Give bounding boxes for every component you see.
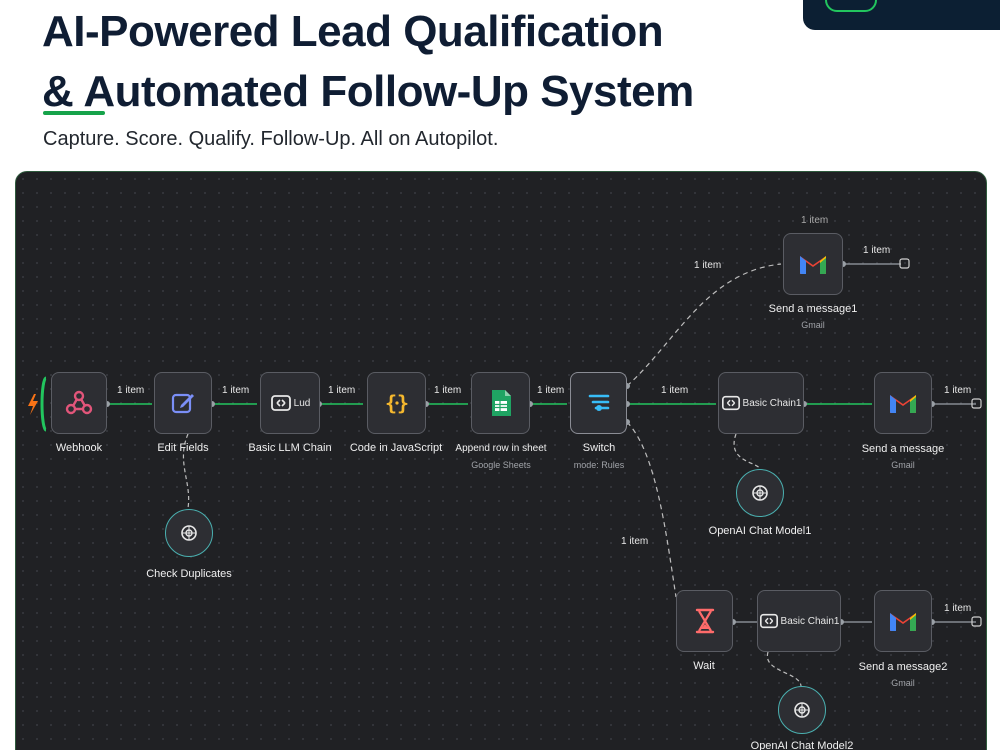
item-count: 1 item — [328, 385, 356, 396]
send-message2-label: Send a message2 — [858, 661, 948, 673]
switch-node[interactable] — [570, 372, 627, 434]
switch-icon — [586, 390, 612, 416]
item-count: 1 item — [944, 603, 972, 614]
append-row-sub: Google Sheets — [471, 460, 531, 470]
item-count: 1 item — [117, 385, 145, 396]
send-message-label: Send a message — [861, 443, 945, 455]
wait-node[interactable] — [676, 590, 733, 652]
llm-chain-icon — [759, 611, 779, 631]
append-row-node[interactable] — [471, 372, 530, 434]
workflow-canvas[interactable]: 1 item 1 item 1 item 1 item 1 item 1 ite… — [15, 171, 987, 750]
send-message1-node[interactable] — [783, 233, 843, 295]
append-row-label: Append row in sheet — [455, 443, 547, 454]
pen-square-icon — [169, 389, 197, 417]
openai-chat-model2-label: OpenAI Chat Model2 — [750, 740, 854, 750]
item-count: 1 item — [434, 385, 462, 396]
openai-chat-model1-label: OpenAI Chat Model1 — [708, 525, 812, 537]
send-message2-node[interactable] — [874, 590, 932, 652]
curly-braces-icon: {} — [382, 390, 412, 416]
openai-chat-model2-node[interactable] — [778, 686, 826, 734]
gmail-icon — [888, 391, 918, 415]
send-message2-sub: Gmail — [891, 678, 915, 688]
openai-icon — [749, 482, 771, 504]
node-inner-text: Basic Chain1 — [780, 615, 840, 627]
hourglass-icon — [694, 608, 716, 634]
toggle-icon — [825, 0, 877, 12]
title-line-2: & Automated Follow-Up System — [42, 67, 694, 116]
send-message-node[interactable] — [874, 372, 932, 434]
switch-label: Switch — [582, 442, 616, 454]
code-js-node[interactable]: {} — [367, 372, 426, 434]
check-duplicates-node[interactable] — [165, 509, 213, 557]
node-inner-text: Lud — [293, 397, 311, 409]
item-count: 1 item — [801, 215, 829, 226]
openai-chat-model1-node[interactable] — [736, 469, 784, 517]
basic-chain-lower-node[interactable]: Basic Chain1 — [757, 590, 841, 652]
edit-fields-label: Edit Fields — [157, 442, 209, 454]
edit-fields-node[interactable] — [154, 372, 212, 434]
code-js-label: Code in JavaScript — [349, 442, 443, 454]
wait-label: Wait — [693, 660, 715, 672]
webhook-label: Webhook — [55, 442, 103, 454]
page-subtitle: Capture. Score. Qualify. Follow-Up. All … — [43, 128, 499, 150]
end-handle-top[interactable] — [899, 258, 910, 269]
basic-chain1-node[interactable]: Basic Chain1 — [718, 372, 804, 434]
gmail-icon — [798, 252, 828, 276]
wire-chain1-model1[interactable] — [733, 433, 761, 470]
trigger-bolt-icon — [28, 394, 38, 415]
node-inner-text: Basic Chain1 — [742, 397, 802, 409]
page-title: AI-Powered Lead Qualification & Automate… — [42, 2, 694, 122]
send-message1-label: Send a message1 — [768, 303, 858, 315]
connections-layer — [28, 258, 982, 687]
trigger-edge-mark — [40, 376, 47, 432]
webhook-icon — [64, 388, 94, 418]
basic-llm-chain-label: Basic LLM Chain — [248, 442, 332, 454]
item-count: 1 item — [621, 536, 649, 547]
switch-sub: mode: Rules — [573, 460, 625, 470]
send-message-sub: Gmail — [891, 460, 915, 470]
gmail-icon — [888, 609, 918, 633]
item-count: 1 item — [944, 385, 972, 396]
title-line-1: AI-Powered Lead Qualification — [42, 7, 664, 56]
end-handle[interactable] — [971, 398, 982, 409]
llm-chain-icon — [270, 392, 292, 414]
google-sheets-icon — [490, 389, 512, 417]
wire-chain-model2[interactable] — [766, 651, 802, 687]
item-count: 1 item — [661, 385, 689, 396]
item-count: 1 item — [537, 385, 565, 396]
openai-icon — [791, 699, 813, 721]
item-count: 1 item — [222, 385, 250, 396]
llm-chain-icon — [721, 393, 741, 413]
basic-llm-chain-node[interactable]: Lud — [260, 372, 320, 434]
send-message1-sub: Gmail — [801, 320, 825, 330]
title-underline — [43, 111, 105, 115]
openai-icon — [178, 522, 200, 544]
item-count: 1 item — [694, 260, 722, 271]
wire-switch-wait[interactable] — [626, 421, 677, 598]
wire-switch-send1[interactable] — [626, 263, 782, 387]
corner-badge — [803, 0, 1000, 30]
item-count: 1 item — [863, 245, 891, 256]
wire-edit-checkdup[interactable] — [182, 433, 190, 509]
end-handle-bottom[interactable] — [971, 616, 982, 627]
check-duplicates-label: Check Duplicates — [146, 568, 232, 580]
webhook-node[interactable] — [51, 372, 107, 434]
